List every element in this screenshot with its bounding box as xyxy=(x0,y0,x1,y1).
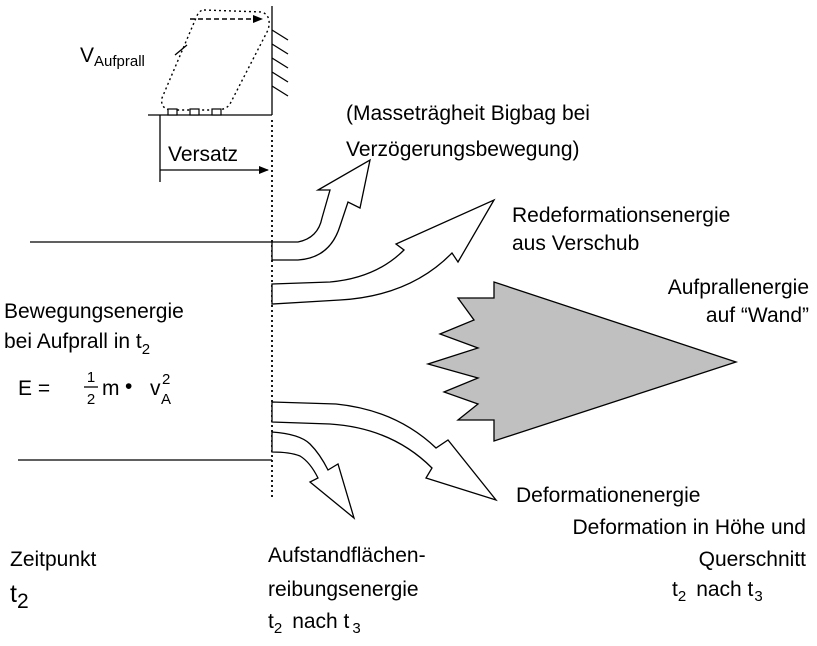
pallet xyxy=(167,108,222,116)
formula-lhs: E = xyxy=(18,377,50,400)
bewegung-line2: bei Aufprall in t2 xyxy=(4,330,150,358)
wall-hatching xyxy=(271,29,289,97)
label-deformation: Deformationenergie Deformation in Höhe u… xyxy=(516,484,806,605)
label-bewegungsenergie: Bewegungsenergie bei Aufprall in t2 xyxy=(4,300,184,358)
v-aufprall-label: VAufprall xyxy=(80,44,145,70)
massetraegheit-line1: (Masseträgheit Bigbag bei xyxy=(346,102,590,125)
v-aufprall-leader xyxy=(174,44,188,56)
versatz-dimension: Versatz xyxy=(159,115,269,182)
energy-formula: E = 1 2 m • v 2 A xyxy=(18,369,171,408)
formula-v-sub: A xyxy=(161,391,171,408)
arrow-massetraegheit xyxy=(271,158,371,261)
deformation-line3: Querschnitt xyxy=(699,548,807,571)
deformation-line1: Deformationenergie xyxy=(516,484,700,507)
formula-m: m xyxy=(102,377,120,400)
deformation-line2: Deformation in Höhe und xyxy=(573,516,806,539)
bewegung-line1: Bewegungsenergie xyxy=(4,300,184,323)
formula-numerator: 1 xyxy=(87,369,95,386)
zeitpunkt-line1: Zeitpunkt xyxy=(10,548,97,571)
formula-v-sup: 2 xyxy=(162,371,170,388)
redeformation-line2: aus Verschub xyxy=(512,232,639,255)
label-redeformation: Redeformationsenergie aus Verschub xyxy=(512,204,730,255)
label-aufprallenergie: Aufprallenergie auf “Wand” xyxy=(668,276,809,327)
arrow-aufstandreibung xyxy=(271,431,356,520)
aufstand-line1: Aufstandflächen- xyxy=(268,544,426,567)
bigbag-illustration: VAufprall xyxy=(80,6,289,116)
aufstand-line2: reibungsenergie xyxy=(268,578,419,601)
formula-v: v xyxy=(150,377,161,400)
arrow-aufprallenergie xyxy=(425,281,739,442)
zeitpunkt-t: t2 xyxy=(10,580,29,613)
label-massetraegheit: (Masseträgheit Bigbag bei Verzögerungsbe… xyxy=(346,102,590,161)
arrow-deformation xyxy=(271,401,498,502)
versatz-label: Versatz xyxy=(168,143,238,166)
redeformation-line1: Redeformationsenergie xyxy=(512,204,730,227)
aufprall-line2: auf “Wand” xyxy=(706,304,809,327)
massetraegheit-line2: Verzögerungsbewegung) xyxy=(346,138,580,161)
label-zeitpunkt: Zeitpunkt t2 xyxy=(10,548,97,613)
bigbag-outline xyxy=(160,9,270,111)
formula-dot: • xyxy=(125,375,132,398)
aufprall-line1: Aufprallenergie xyxy=(668,276,809,299)
arrow-redeformation xyxy=(271,198,496,305)
formula-denominator: 2 xyxy=(87,391,95,408)
